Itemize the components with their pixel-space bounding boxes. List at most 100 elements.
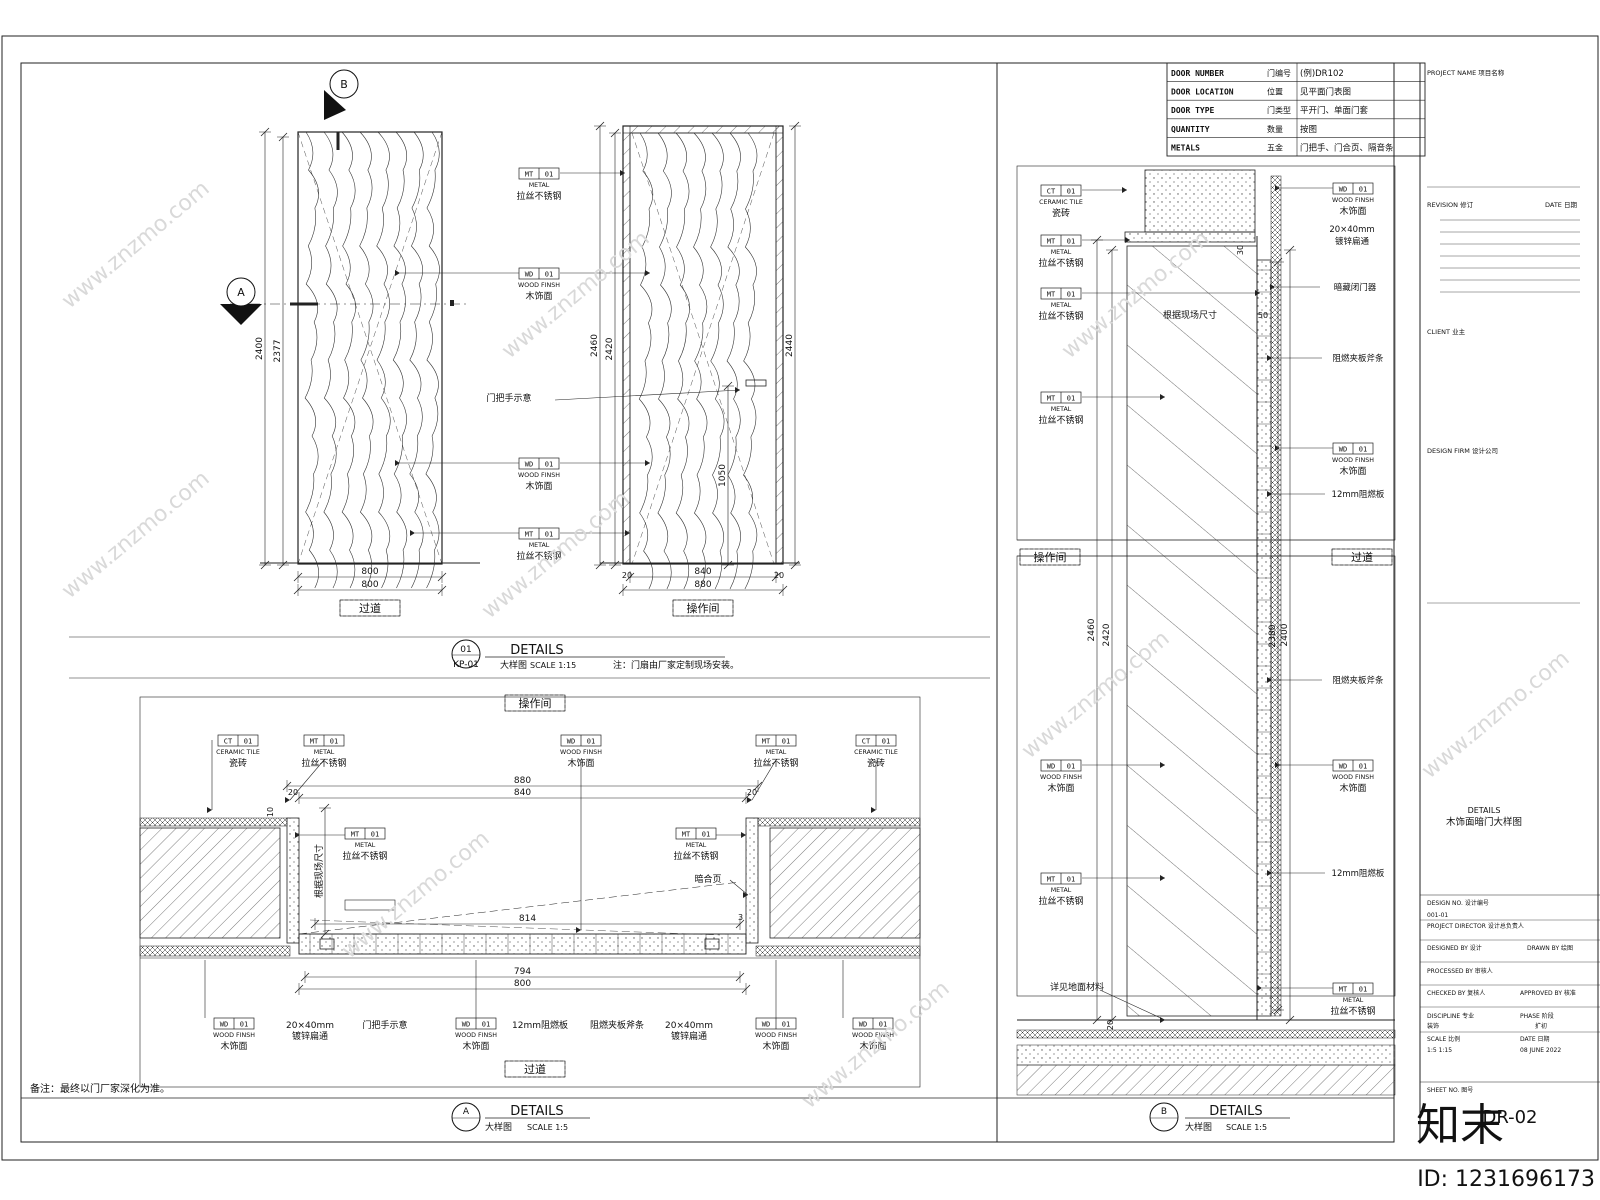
tb-discipline: DISCIPLINE 专业 bbox=[1427, 1012, 1474, 1020]
tb-date2: DATE 日期 bbox=[1520, 1035, 1550, 1043]
title-01-ref: KP-01 bbox=[453, 660, 479, 670]
room-right-section-frame-dash bbox=[1331, 548, 1393, 566]
tagA-mt-r-en: METAL bbox=[766, 749, 787, 756]
dimA-site-text: 根据现场尺寸 bbox=[313, 844, 325, 898]
tagA-wd-top-no: 01 bbox=[587, 738, 595, 746]
wood-grain-left bbox=[376, 131, 391, 589]
tagB-mt3-en: METAL bbox=[1051, 406, 1072, 413]
callout-batten: 阻燃夹板斧条 bbox=[590, 1019, 644, 1031]
tag-v1-wd-mid-en: WOOD FINSH bbox=[518, 282, 560, 289]
door-swing-arc bbox=[298, 881, 741, 935]
tagB-mt1-no: 01 bbox=[1067, 238, 1075, 246]
leader-arrow bbox=[871, 807, 876, 813]
watermark-site-0: www.znzmo.com bbox=[57, 176, 214, 314]
tagB-mt2-cn: 拉丝不锈钢 bbox=[1038, 310, 1083, 322]
tagB-mt4-no: 01 bbox=[1067, 876, 1075, 884]
door-table-val-1: 见平面门表图 bbox=[1300, 87, 1351, 98]
section-b-circle bbox=[329, 69, 359, 99]
leader-arrow bbox=[1275, 762, 1280, 768]
swing-line bbox=[631, 132, 775, 565]
dimB-2460-text: 2460 bbox=[1087, 618, 1097, 641]
tagB-wd1-cn: 木饰面 bbox=[1047, 782, 1074, 794]
tagB-mt4-en: METAL bbox=[1051, 887, 1072, 894]
room-right-elev: 操作间 bbox=[687, 601, 720, 615]
tagA-wd-bm-no: 01 bbox=[482, 1021, 490, 1029]
tagB-ct-no: 01 bbox=[1067, 188, 1075, 196]
dim-800b-text: 800 bbox=[361, 580, 378, 590]
dimA-10: 10 bbox=[266, 807, 275, 817]
leader-arrow bbox=[410, 530, 415, 536]
tagB-mt2-en: METAL bbox=[1051, 302, 1072, 309]
tagA-wd-bfr-code: WD bbox=[859, 1021, 867, 1029]
tag-v1-mt-top-code: MT bbox=[525, 171, 534, 179]
dimB-50: 50 bbox=[1258, 311, 1268, 320]
floor-screed bbox=[1016, 1044, 1396, 1066]
wood-grain-right bbox=[657, 132, 672, 590]
title-01-num: 01 bbox=[460, 645, 471, 655]
room-top-plan: 操作间 bbox=[519, 696, 552, 710]
dimB-30: 30 bbox=[1236, 245, 1245, 255]
tagA-mt-inner-l-en: METAL bbox=[355, 842, 376, 849]
room-right-elev-frame-dash bbox=[672, 599, 734, 617]
door-table-cn-0: 门编号 bbox=[1267, 68, 1291, 78]
tagB-wd-r1-code: WD bbox=[1339, 186, 1347, 194]
tag-v1-mt-top-en: METAL bbox=[529, 182, 550, 189]
tagB-ct-cn: 瓷砖 bbox=[1052, 207, 1070, 219]
leader-arrow bbox=[1257, 985, 1262, 991]
tagA-wd-bm-cn: 木饰面 bbox=[462, 1040, 489, 1052]
wood-grain-left bbox=[392, 131, 408, 589]
door-table-cn-1: 位置 bbox=[1267, 87, 1283, 97]
dim-1050-text: 1050 bbox=[718, 464, 728, 487]
tb-sheet-no: SHEET NO. 图号 bbox=[1427, 1087, 1473, 1094]
tagB-mt3-code: MT bbox=[1047, 395, 1056, 403]
tb-checked: CHECKED BY 复核人 bbox=[1427, 989, 1485, 997]
watermark-site-8: www.znzmo.com bbox=[1417, 646, 1574, 784]
dim-2460-text: 2460 bbox=[590, 334, 600, 357]
wood-grain-right bbox=[675, 132, 690, 590]
tb-scale: SCALE 比例 bbox=[1427, 1035, 1460, 1043]
room-bottom-plan-frame-dash bbox=[504, 1060, 566, 1078]
tagB-wd-r2-cn: 木饰面 bbox=[1339, 465, 1366, 477]
dim-2400-text: 2400 bbox=[255, 337, 265, 360]
dimA-840-text: 840 bbox=[514, 788, 531, 798]
title-A-num: A bbox=[463, 1107, 470, 1117]
callout-closer: 暗藏闭门器 bbox=[1334, 282, 1377, 293]
door-handle-symbol bbox=[745, 379, 767, 387]
callout-12mm-b2: 12mm阻燃板 bbox=[1332, 868, 1385, 879]
tag-v1-mt-low-cn: 拉丝不锈钢 bbox=[516, 550, 561, 562]
tag-v1-wd-low-cn: 木饰面 bbox=[525, 480, 552, 492]
door-leaf-plan bbox=[298, 933, 747, 955]
tagA-mt-inner-l-cn: 拉丝不锈钢 bbox=[342, 850, 387, 862]
tagA-ct-l-no: 01 bbox=[244, 738, 252, 746]
tagA-wd-bl-code: WD bbox=[220, 1021, 228, 1029]
leader-line bbox=[289, 759, 325, 801]
tb-revision: REVISION 修订 bbox=[1427, 200, 1474, 209]
dim-20-r: 20 bbox=[774, 571, 784, 580]
tb-designed: DESIGNED BY 设计 bbox=[1427, 944, 1482, 952]
tagB-wd-r3-no: 01 bbox=[1359, 763, 1367, 771]
dim-2420-text: 2420 bbox=[605, 337, 615, 360]
tb-director: PROJECT DIRECTOR 设计总负责人 bbox=[1427, 922, 1524, 930]
tagA-ct-l-en: CERAMIC TILE bbox=[216, 749, 260, 756]
dim-20-l: 20 bbox=[622, 571, 632, 580]
tb-approved: APPROVED BY 核准 bbox=[1520, 989, 1576, 997]
title-B-scale: SCALE 1:5 bbox=[1226, 1123, 1267, 1132]
title-B-circle bbox=[1149, 1102, 1179, 1132]
remark-note: 备注：最终以门厂家深化为准。 bbox=[30, 1082, 170, 1095]
tb-design-no: DESIGN NO. 设计编号 bbox=[1427, 899, 1489, 907]
tagA-ct-r-en: CERAMIC TILE bbox=[854, 749, 898, 756]
title-01-note: 注：门扇由厂家定制现场安装。 bbox=[613, 659, 739, 671]
leader-arrow bbox=[620, 170, 625, 176]
tb-processed: PROCESSED BY 审核人 bbox=[1427, 967, 1493, 975]
dimB-20: 20 bbox=[1106, 1020, 1115, 1030]
tagB-mt-r-en: METAL bbox=[1343, 997, 1364, 1004]
leader-arrow bbox=[743, 892, 748, 898]
tagB-wd1-no: 01 bbox=[1067, 763, 1075, 771]
door-table-val-4: 门把手、门合页、隔音条 bbox=[1300, 142, 1394, 153]
leader-arrow bbox=[1160, 762, 1165, 768]
tagA-mt-r-cn: 拉丝不锈钢 bbox=[753, 757, 798, 769]
tagA-mt-inner-r-en: METAL bbox=[686, 842, 707, 849]
floor-band-r bbox=[755, 945, 921, 957]
wall-left bbox=[139, 827, 281, 939]
callout-12mm: 12mm阻燃板 bbox=[512, 1019, 568, 1031]
